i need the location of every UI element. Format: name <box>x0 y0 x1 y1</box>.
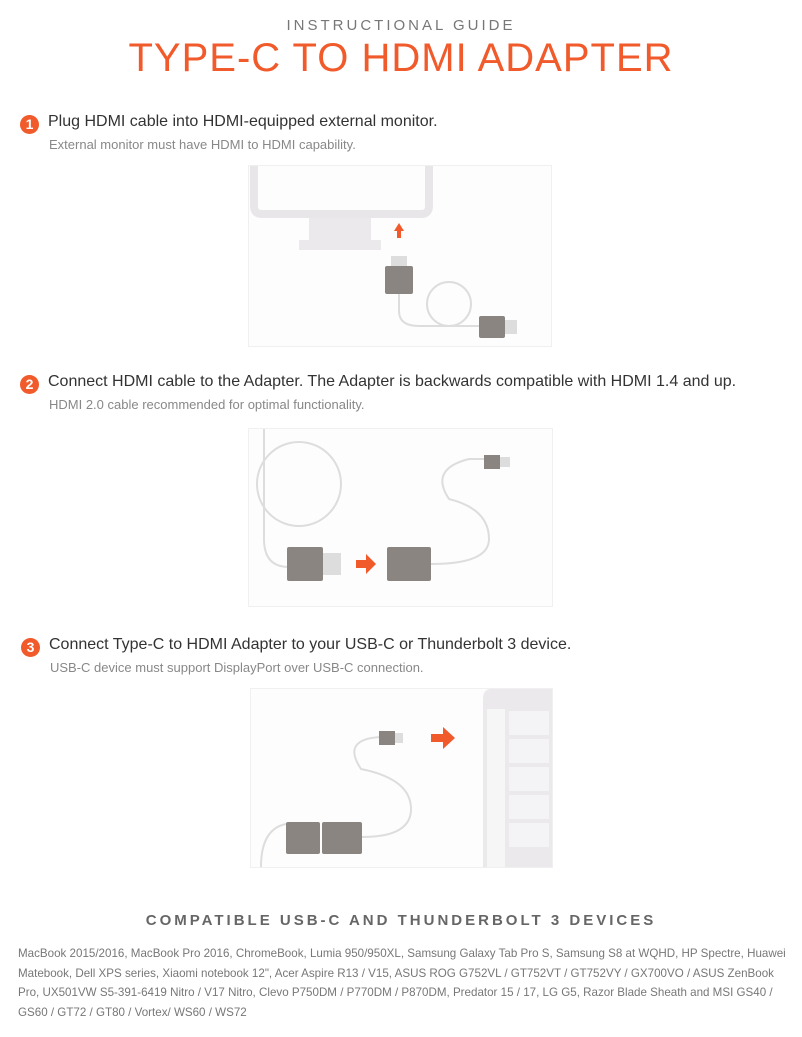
step-note: HDMI 2.0 cable recommended for optimal f… <box>49 397 365 412</box>
step-number-badge: 1 <box>20 115 39 134</box>
guide-kicker: INSTRUCTIONAL GUIDE <box>286 17 516 34</box>
adapter-to-laptop-graphic <box>260 689 552 868</box>
arrow-right-icon <box>431 727 455 749</box>
step-number-badge: 2 <box>20 375 39 394</box>
compatible-devices-list: MacBook 2015/2016, MacBook Pro 2016, Chr… <box>18 947 786 1019</box>
arrow-up-icon <box>394 223 404 238</box>
page-title: TYPE-C TO HDMI ADAPTER <box>128 36 674 80</box>
step-note: USB-C device must support DisplayPort ov… <box>50 660 424 675</box>
hdmi-to-adapter-graphic <box>256 429 510 581</box>
step-number-badge: 3 <box>21 638 40 657</box>
step-instruction: Plug HDMI cable into HDMI-equipped exter… <box>48 113 438 130</box>
arrow-right-icon <box>356 554 376 574</box>
monitor-hdmi-graphic <box>250 166 517 338</box>
monitor-illustration <box>248 165 552 347</box>
compatible-devices-heading: COMPATIBLE USB-C AND THUNDERBOLT 3 DEVIC… <box>145 912 657 929</box>
step-note: External monitor must have HDMI to HDMI … <box>49 137 356 152</box>
laptop-illustration <box>250 688 553 868</box>
step-instruction: Connect HDMI cable to the Adapter. The A… <box>48 373 737 390</box>
adapter-illustration <box>248 428 553 607</box>
step-instruction: Connect Type-C to HDMI Adapter to your U… <box>49 636 572 653</box>
